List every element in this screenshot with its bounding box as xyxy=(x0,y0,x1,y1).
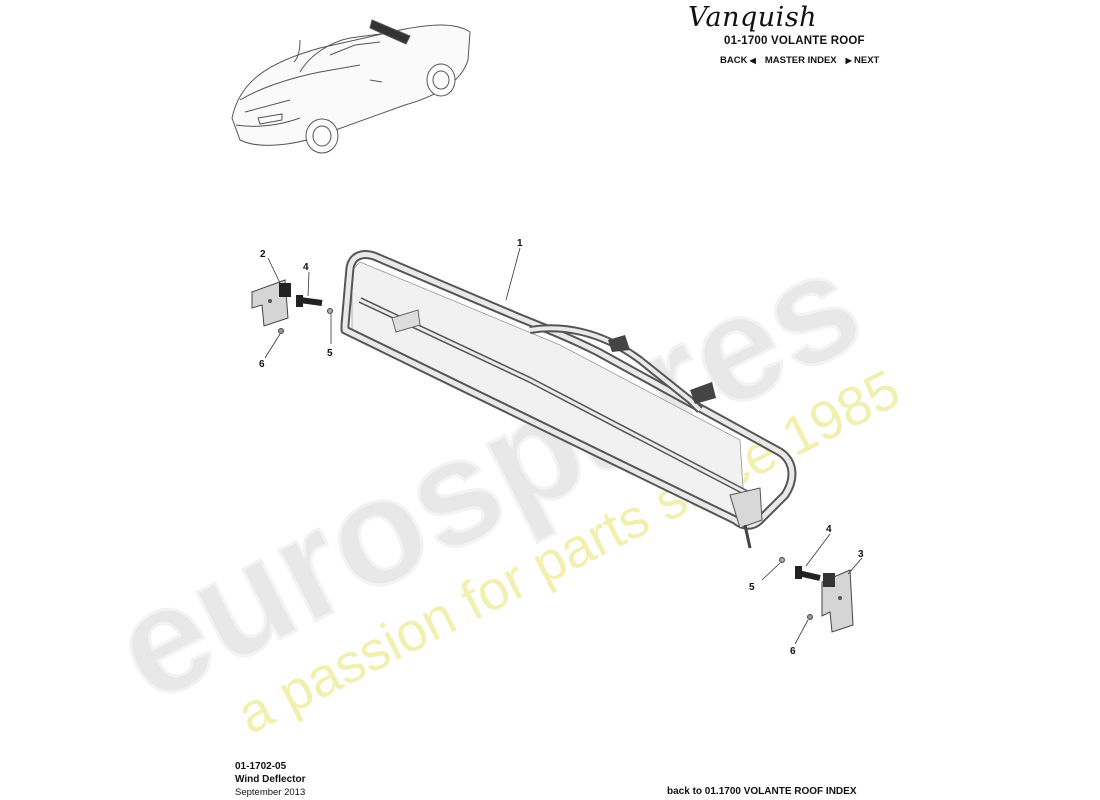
nav-bar: BACK ◀ MASTER INDEX ▶ NEXT xyxy=(720,55,879,66)
triangle-right-icon: ▶ xyxy=(845,56,854,65)
callout-4-right: 4 xyxy=(826,524,832,535)
bolt-left xyxy=(296,295,323,307)
wind-deflector-frame xyxy=(340,250,797,549)
triangle-left-icon: ◀ xyxy=(747,56,756,65)
brand-logo: Vanquish xyxy=(688,2,818,33)
watermark: eurospares a passion for parts since 198… xyxy=(87,215,909,746)
callout-5-right: 5 xyxy=(749,582,755,593)
diagram-name: Wind Deflector xyxy=(235,774,306,785)
diagram-id: 01-1702-05 xyxy=(235,761,287,772)
leader-lines xyxy=(264,247,863,645)
section-title: 01-1700 VOLANTE ROOF xyxy=(724,35,865,47)
screw-left xyxy=(278,328,284,334)
screw-right xyxy=(807,614,813,620)
washer-right xyxy=(779,557,785,563)
washer-left xyxy=(327,308,333,314)
callout-3: 3 xyxy=(858,549,864,560)
back-label: BACK xyxy=(720,55,748,66)
bolt-right xyxy=(795,566,821,581)
bracket-left xyxy=(251,279,291,327)
next-label: NEXT xyxy=(854,55,880,66)
car-thumbnail xyxy=(231,19,471,154)
back-to-index-link[interactable]: back to 01.1700 VOLANTE ROOF INDEX xyxy=(667,786,857,797)
callout-5-left: 5 xyxy=(327,348,333,359)
callout-6-left: 6 xyxy=(259,359,265,370)
callout-4-left: 4 xyxy=(303,262,309,273)
diagram-date: September 2013 xyxy=(235,787,306,798)
master-index-link[interactable]: MASTER INDEX xyxy=(764,55,837,66)
next-link[interactable]: ▶ NEXT xyxy=(846,55,880,66)
callout-2: 2 xyxy=(260,249,266,260)
bracket-right xyxy=(821,569,854,633)
callout-6-right: 6 xyxy=(790,646,796,657)
callout-1: 1 xyxy=(517,238,523,249)
back-link[interactable]: BACK ◀ xyxy=(720,55,756,66)
